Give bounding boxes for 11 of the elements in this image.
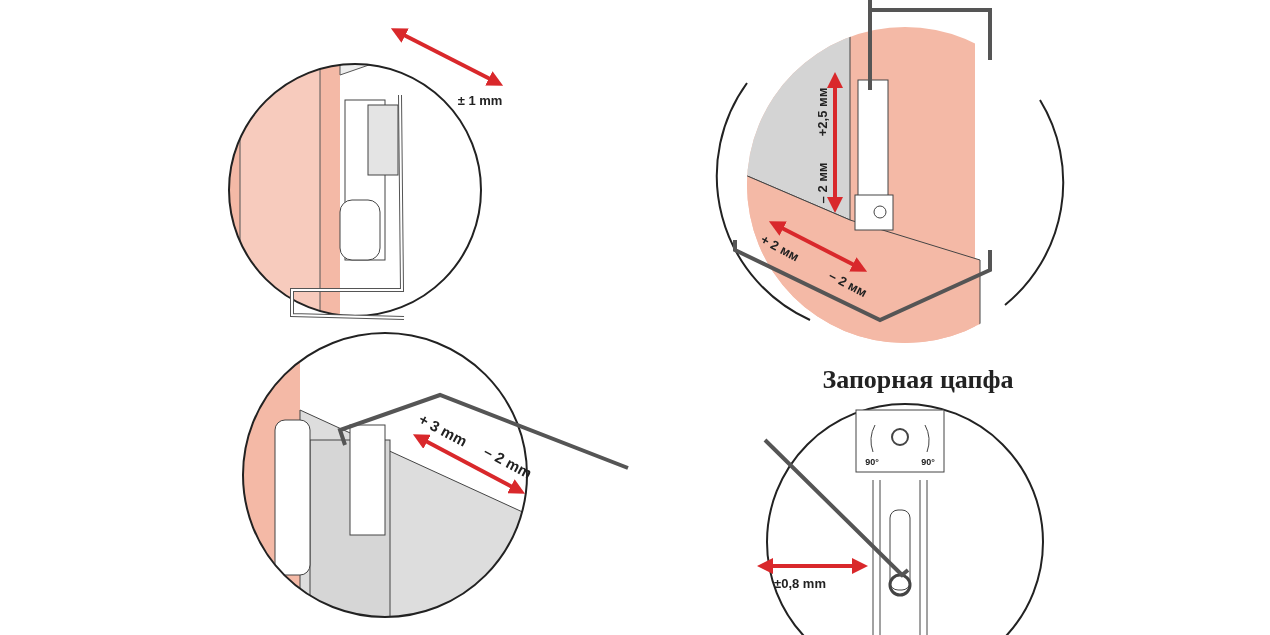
dimension-label: – 2 мм	[815, 162, 829, 204]
dimension-label: – 2 mm	[481, 443, 535, 481]
angle-label: 90°	[921, 457, 935, 467]
dimension-label: + 2 мм	[758, 232, 802, 264]
dimension-label: + 3 mm	[416, 411, 470, 449]
heading: Запорная цапфа	[822, 367, 1014, 393]
dimension-label: ± 1 mm	[457, 93, 503, 107]
dimension-label: – 2 мм	[826, 268, 870, 300]
dimension-label: +2,5 мм	[815, 87, 829, 137]
dimension-label: ±0,8 mm	[774, 576, 826, 590]
angle-label: 90°	[865, 457, 879, 467]
